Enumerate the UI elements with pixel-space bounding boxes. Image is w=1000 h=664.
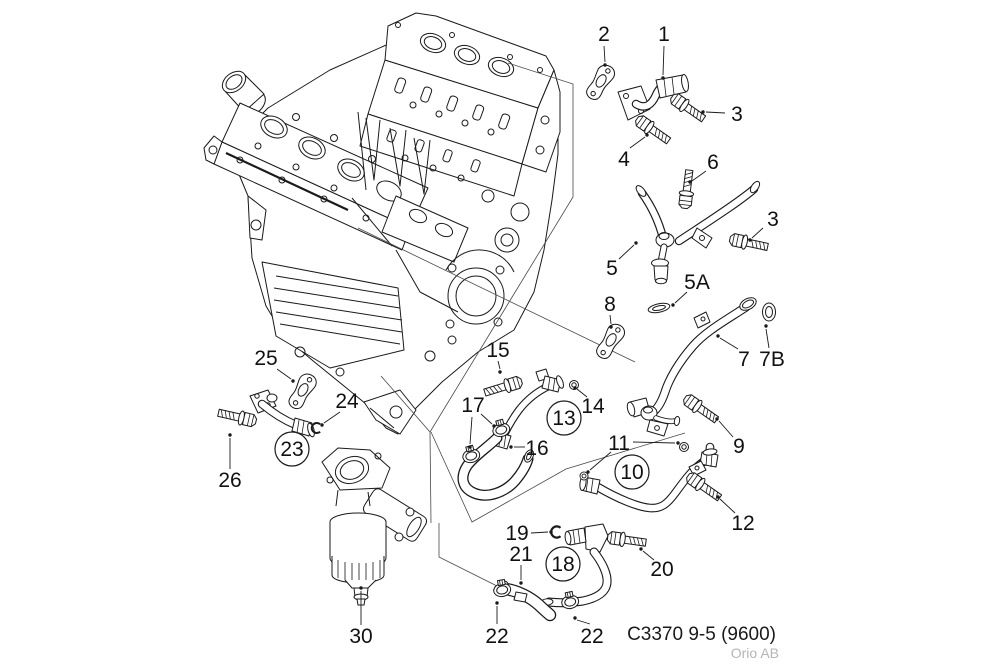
part-water-pipe-5 (635, 180, 761, 285)
callout-circle-13 (546, 400, 582, 436)
callout-7: 7 (738, 348, 750, 371)
callout-circle-10 (614, 454, 650, 490)
callout-25: 25 (254, 347, 277, 370)
part-oring-11-right (679, 442, 689, 452)
callout-23: 23 (280, 438, 303, 461)
callout-30: 30 (349, 625, 372, 648)
part-bolt-26 (216, 405, 259, 429)
callouts: 1 2 3 4 6 3 5 5A 8 7 7B 9 11 12 14 15 16… (218, 23, 785, 648)
callout-21: 21 (509, 543, 532, 566)
part-bolt-12 (683, 469, 725, 505)
callout-1: 1 (658, 23, 670, 46)
callout-22-left: 22 (485, 625, 508, 648)
callout-6: 6 (707, 151, 719, 174)
part-coolant-pipe-7 (626, 297, 757, 437)
part-bolt-3-lower (727, 231, 770, 255)
callout-3-lower: 3 (767, 208, 779, 231)
callout-5A: 5A (684, 271, 710, 294)
part-bolt-20 (606, 529, 648, 551)
callout-8: 8 (604, 293, 616, 316)
part-gasket-25 (284, 370, 320, 413)
callout-14: 14 (581, 395, 605, 418)
part-gasket-2 (582, 61, 618, 104)
part-elbow-pipe-23 (249, 389, 315, 438)
publisher-name: Orio AB (731, 645, 779, 661)
callout-circle-23 (274, 431, 310, 467)
callout-11: 11 (608, 432, 630, 455)
part-bolt-9 (680, 391, 722, 427)
right-bank-face-slots (394, 77, 511, 136)
right-bank-ports (395, 22, 543, 78)
callout-22-right: 22 (580, 625, 603, 648)
callout-10: 10 (620, 461, 643, 484)
part-bolt-6 (676, 168, 697, 210)
callout-18: 18 (551, 553, 574, 576)
part-ring-7B (762, 302, 776, 322)
callout-5: 5 (606, 257, 618, 280)
part-coolant-elbow-1 (617, 74, 689, 121)
left-bank-ports (254, 113, 402, 202)
callout-24: 24 (335, 390, 359, 413)
callout-19: 19 (505, 522, 528, 545)
callout-20: 20 (650, 558, 673, 581)
callout-9: 9 (733, 435, 745, 458)
callout-2: 2 (598, 23, 610, 46)
part-bolt-3-upper (667, 90, 709, 126)
callout-3-upper: 3 (731, 103, 743, 126)
callout-15: 15 (486, 339, 509, 362)
diagram-code: C3370 9-5 (9600) (627, 624, 776, 645)
callout-13: 13 (552, 407, 575, 430)
part-bolt-15 (482, 373, 525, 400)
part-seal-5A (647, 302, 671, 314)
coolant-neck (221, 70, 266, 117)
parts (216, 61, 776, 622)
callout-7B: 7B (759, 348, 785, 371)
callout-circle-18 (545, 546, 581, 582)
callout-4: 4 (618, 148, 630, 171)
callout-17: 17 (461, 394, 484, 417)
association-lines (357, 62, 686, 587)
part-filter-assembly-30 (321, 447, 428, 606)
engine-illustration (203, 12, 561, 435)
callout-26: 26 (218, 469, 241, 492)
callout-16: 16 (525, 437, 548, 460)
leader-lines (228, 45, 770, 625)
callout-12: 12 (731, 512, 754, 535)
